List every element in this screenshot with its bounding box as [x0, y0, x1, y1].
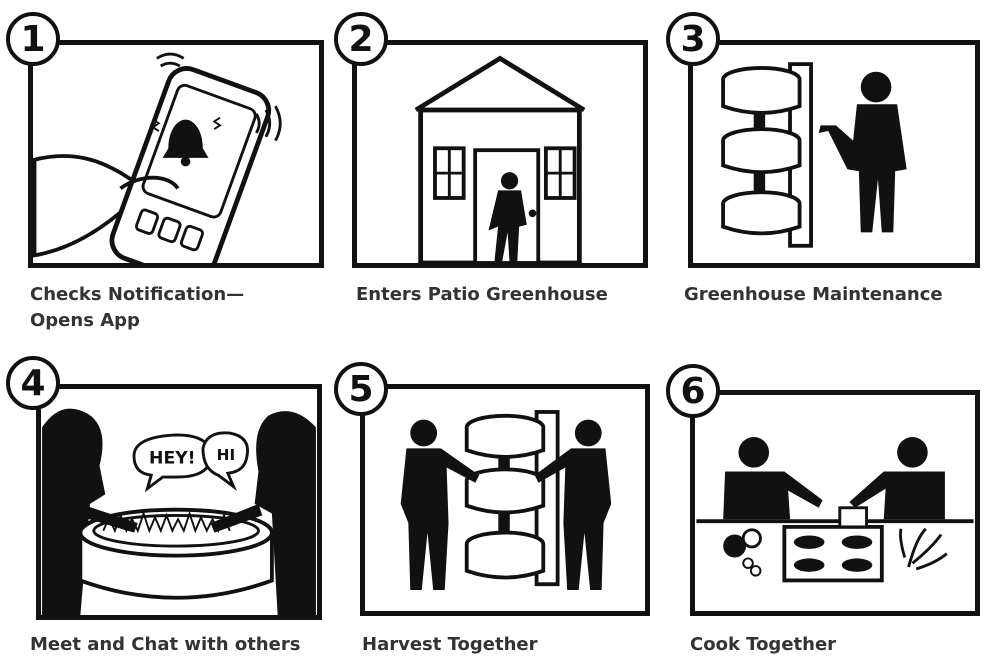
step-caption: Meet and Chat with others [30, 632, 300, 658]
vertical-garden-maintenance-illustration [721, 62, 907, 248]
cook-together-illustration [696, 437, 974, 583]
panel-3-frame [688, 40, 980, 268]
panel-5-frame [360, 384, 650, 616]
harvest-together-illustration [400, 410, 612, 590]
speech-bubble-hi: HI [217, 446, 236, 464]
bell-icon [162, 119, 209, 158]
panel-1-frame [28, 40, 324, 268]
panel-4-frame: HEY! HI [36, 384, 322, 620]
caption-line-1: Meet and Chat with others [30, 634, 301, 655]
panel-2-frame [352, 40, 648, 268]
step-caption: Greenhouse Maintenance [684, 282, 943, 308]
phone-notification-illustration [33, 52, 282, 263]
caption-line-1: Harvest Together [362, 634, 538, 655]
step-caption: Checks Notification— Opens App [30, 282, 244, 334]
panel-6-frame [690, 390, 980, 616]
caption-line-1: Enters Patio Greenhouse [356, 284, 608, 305]
caption-line-1: Checks Notification— [30, 284, 245, 305]
speech-bubble-hey: HEY! [149, 449, 196, 469]
step-caption: Harvest Together [362, 632, 537, 658]
step-number-badge: 3 [666, 12, 720, 66]
step-number-badge: 4 [6, 356, 60, 410]
caption-line-2: Opens App [30, 310, 140, 331]
caption-line-1: Cook Together [690, 634, 837, 655]
caption-line-1: Greenhouse Maintenance [684, 284, 943, 305]
step-number-badge: 1 [6, 12, 60, 66]
step-number-badge: 5 [334, 362, 388, 416]
meet-and-chat-illustration: HEY! HI [42, 408, 316, 615]
step-number-badge: 2 [334, 12, 388, 66]
step-caption: Cook Together [690, 632, 836, 658]
step-number-badge: 6 [666, 364, 720, 418]
house-entry-illustration [414, 55, 586, 263]
step-caption: Enters Patio Greenhouse [356, 282, 608, 308]
